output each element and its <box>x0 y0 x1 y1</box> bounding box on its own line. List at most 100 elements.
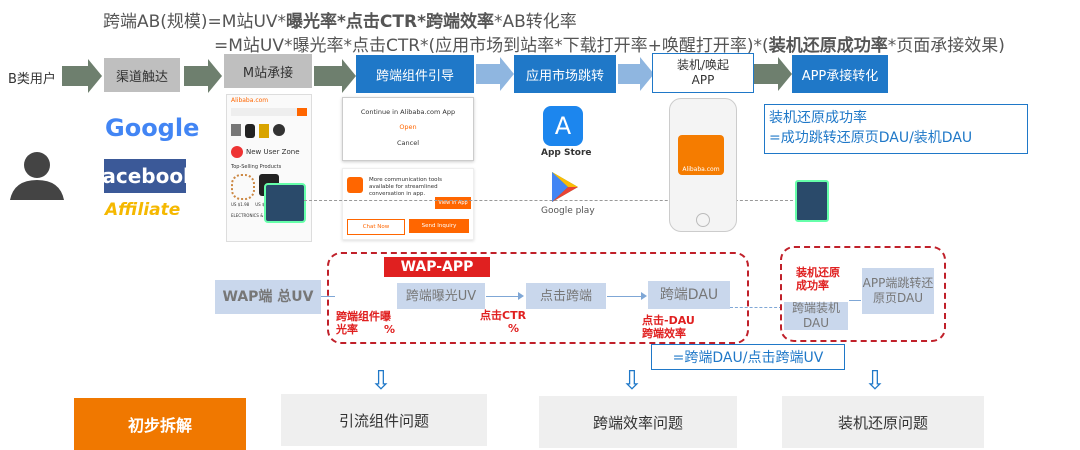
wap-total-uv-node: WAP端 总UV <box>215 280 321 314</box>
flow-step-msite: M站承接 <box>224 54 312 88</box>
msite-logo: Alibaba.com <box>231 97 269 104</box>
app-banner: More communication tools available for s… <box>342 168 474 240</box>
click-node: 点击跨端 <box>526 283 606 309</box>
flow-step-channel: 渠道触达 <box>104 58 180 92</box>
app-splash-logo-text: Alibaba.com <box>682 166 720 173</box>
formula-line-2: =M站UV*曝光率*点击CTR*(应用市场到站率*下载打开率+唤醒打开率)*(装… <box>214 31 1005 56</box>
restored-product-image <box>795 180 829 222</box>
flow-arrow-head-4 <box>500 57 514 91</box>
red-dau-label-1: 点击-DAU <box>642 314 695 327</box>
wap-app-box <box>327 252 749 344</box>
flow-arrow-shaft-1 <box>62 66 88 86</box>
banner-send-inquiry[interactable]: Send Inquiry <box>409 219 469 233</box>
flow-step-install-line2: APP <box>691 73 715 87</box>
down-arrow-icon-3: ⇩ <box>864 366 886 396</box>
breakdown-label: 初步拆解 <box>74 398 246 450</box>
red-ctr-pct: % <box>508 322 520 335</box>
wap-app-tag: WAP-APP <box>384 257 490 277</box>
red-dau-efficiency: 点击-DAU 跨端效率 <box>642 314 722 340</box>
google-logo: Google <box>105 114 200 142</box>
flow-arrow-head-1 <box>88 59 102 93</box>
flow-step-install-line1: 装机/唤起 <box>676 58 730 72</box>
banner-view-in-app[interactable]: View in App <box>435 197 471 209</box>
googleplay-icon <box>552 172 578 202</box>
formula-1-bold: 曝光率*点击CTR*跨端效率 <box>286 12 494 32</box>
popup-open-button[interactable]: Open <box>399 123 417 131</box>
flow-arrow-head-5 <box>640 57 654 91</box>
flow-user-label: B类用户 <box>8 72 56 87</box>
category-icon <box>231 124 241 136</box>
click-to-dau-arrow <box>607 296 645 297</box>
flow-arrow-shaft-5 <box>618 64 640 84</box>
install-dau-label: 跨端装机DAU <box>791 301 840 330</box>
popup-cancel-button[interactable]: Cancel <box>396 139 420 147</box>
formula-2-bold: 装机还原成功率 <box>768 36 888 56</box>
flow-step-install: 装机/唤起 APP <box>652 53 754 93</box>
banner-chat-now[interactable]: Chat Now <box>347 219 405 235</box>
app-open-popup: Continue in Alibaba.com App Open Cancel <box>342 97 474 161</box>
facebook-logo: facebook <box>94 159 196 193</box>
flow-arrow-shaft-2 <box>184 66 208 86</box>
msite-category-row <box>227 118 311 144</box>
expose-uv-node: 跨端曝光UV <box>397 283 485 309</box>
install-restore-rate-label: 装机还原 成功率 <box>796 266 856 292</box>
banner-app-icon <box>347 177 363 193</box>
down-arrow-icon-2: ⇩ <box>621 366 643 396</box>
restore-rate-note: 装机还原成功率 =成功跳转还原页DAU/装机DAU <box>764 104 1028 154</box>
restore-dau-node: APP端跳转还原页DAU <box>862 268 934 314</box>
app-phone: Alibaba.com <box>669 98 737 232</box>
efficiency-note: =跨端DAU/点击跨端UV <box>651 344 845 370</box>
restore-note-line1: 装机还原成功率 <box>769 110 867 126</box>
flow-arrow-head-6 <box>778 57 792 91</box>
flow-step-market: 应用市场跳转 <box>514 55 616 93</box>
formula-2-post: *页面承接效果) <box>887 36 1005 56</box>
formula-1-post: *AB转化率 <box>494 12 577 32</box>
install-to-restore-arrow <box>849 300 861 301</box>
issue-install-restore: 装机还原问题 <box>782 396 984 448</box>
banner-text: More communication tools available for s… <box>369 177 442 197</box>
msite-new-user: New User Zone <box>227 144 311 160</box>
click-to-dau-arrowhead <box>641 292 647 300</box>
watch-icon <box>245 124 255 138</box>
watch-product-image <box>264 183 306 223</box>
popup-title: Continue in Alibaba.com App <box>360 108 456 116</box>
flow-step-app: APP承接转化 <box>792 55 888 93</box>
appstore-icon: A <box>543 106 583 146</box>
app-splash-logo: Alibaba.com <box>678 135 724 175</box>
formula-line-1: 跨端AB(规模)=M站UV*曝光率*点击CTR*跨端效率*AB转化率 <box>103 7 577 32</box>
red-expose-label: 跨端组件曝光率 <box>336 310 391 336</box>
issue-cross-efficiency: 跨端效率问题 <box>539 396 737 448</box>
red-dau-label-2: 跨端效率 <box>642 327 686 340</box>
price-1: US $1.98 <box>231 202 250 207</box>
user-avatar-icon <box>10 152 64 200</box>
phone-icon <box>259 124 269 138</box>
new-user-label: New User Zone <box>246 148 300 156</box>
motor-icon <box>273 124 285 136</box>
flow-arrow-shaft-3 <box>314 66 342 86</box>
install-red-2: 成功率 <box>796 279 829 292</box>
dau-to-install-line <box>730 307 782 308</box>
red-expose-rate: 跨端组件曝光率% <box>336 310 396 336</box>
down-arrow-icon-1: ⇩ <box>370 366 392 396</box>
phone-home-button <box>696 213 710 227</box>
restore-note-line2: =成功跳转还原页DAU/装机DAU <box>769 130 973 146</box>
install-dau-node: 跨端装机DAU <box>784 301 848 330</box>
googleplay-label: Google play <box>541 206 595 216</box>
dau-node: 跨端DAU <box>648 281 730 309</box>
flow-arrow-shaft-6 <box>754 64 778 84</box>
flow-arrow-head-2 <box>208 59 222 93</box>
red-expose-pct: % <box>384 323 396 336</box>
install-restore-box <box>780 246 946 342</box>
formula-1-pre: 跨端AB(规模)=M站UV* <box>103 12 287 32</box>
flow-dashed-connector <box>304 200 798 201</box>
msite-search-bar <box>231 108 307 116</box>
top-selling-label: Top-Selling Products <box>231 164 282 170</box>
product-thumb-1 <box>231 174 255 200</box>
install-red-1: 装机还原 <box>796 266 840 279</box>
affiliate-logo: Affiliate <box>105 200 181 220</box>
issue-guide-component: 引流组件问题 <box>281 394 487 446</box>
restore-dau-label: APP端跳转还原页DAU <box>862 276 934 305</box>
appstore-label: App Store <box>541 148 592 158</box>
red-ctr-rate: 点击CTR % <box>480 309 540 335</box>
formula-2-pre: =M站UV*曝光率*点击CTR*(应用市场到站率*下载打开率+唤醒打开率)*( <box>214 36 769 56</box>
